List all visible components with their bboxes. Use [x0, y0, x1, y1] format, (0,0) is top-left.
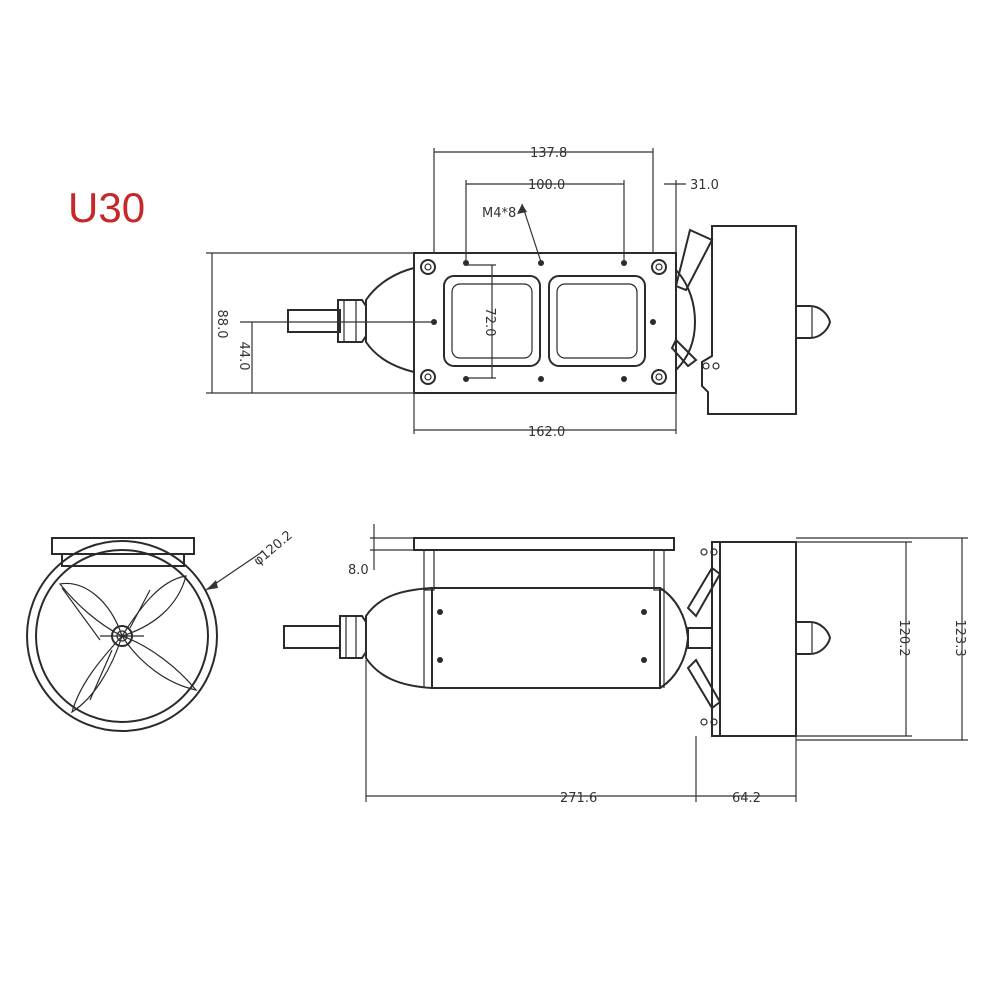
dim-162-label: 162.0: [528, 425, 565, 440]
side-view-dimensions: 8.0 120.2 123.3 271.6 64.2: [348, 524, 968, 806]
top-view-dimensions: 137.8 100.0 31.0 M4*8 88.0 44.0 72.0 162…: [206, 146, 719, 440]
dim-8-label: 8.0: [348, 563, 369, 578]
dim-88-label: 88.0: [214, 310, 229, 339]
model-title: U30: [68, 184, 145, 231]
dim-diameter-label: φ120.2: [251, 528, 296, 569]
side-view: [283, 537, 832, 737]
front-view: [26, 537, 218, 732]
dim-64-label: 64.2: [732, 791, 761, 806]
dim-120-label: 120.2: [896, 619, 911, 656]
dim-72-label: 72.0: [482, 308, 497, 337]
dim-123-label: 123.3: [952, 619, 967, 656]
dim-44-label: 44.0: [236, 342, 251, 371]
top-view: [287, 225, 832, 415]
dim-137-8-label: 137.8: [530, 146, 567, 161]
front-view-dimensions: φ120.2: [205, 528, 296, 591]
dim-31-label: 31.0: [690, 178, 719, 193]
thread-callout-label: M4*8: [482, 206, 516, 221]
dim-100-label: 100.0: [528, 178, 565, 193]
dim-271-label: 271.6: [560, 791, 597, 806]
